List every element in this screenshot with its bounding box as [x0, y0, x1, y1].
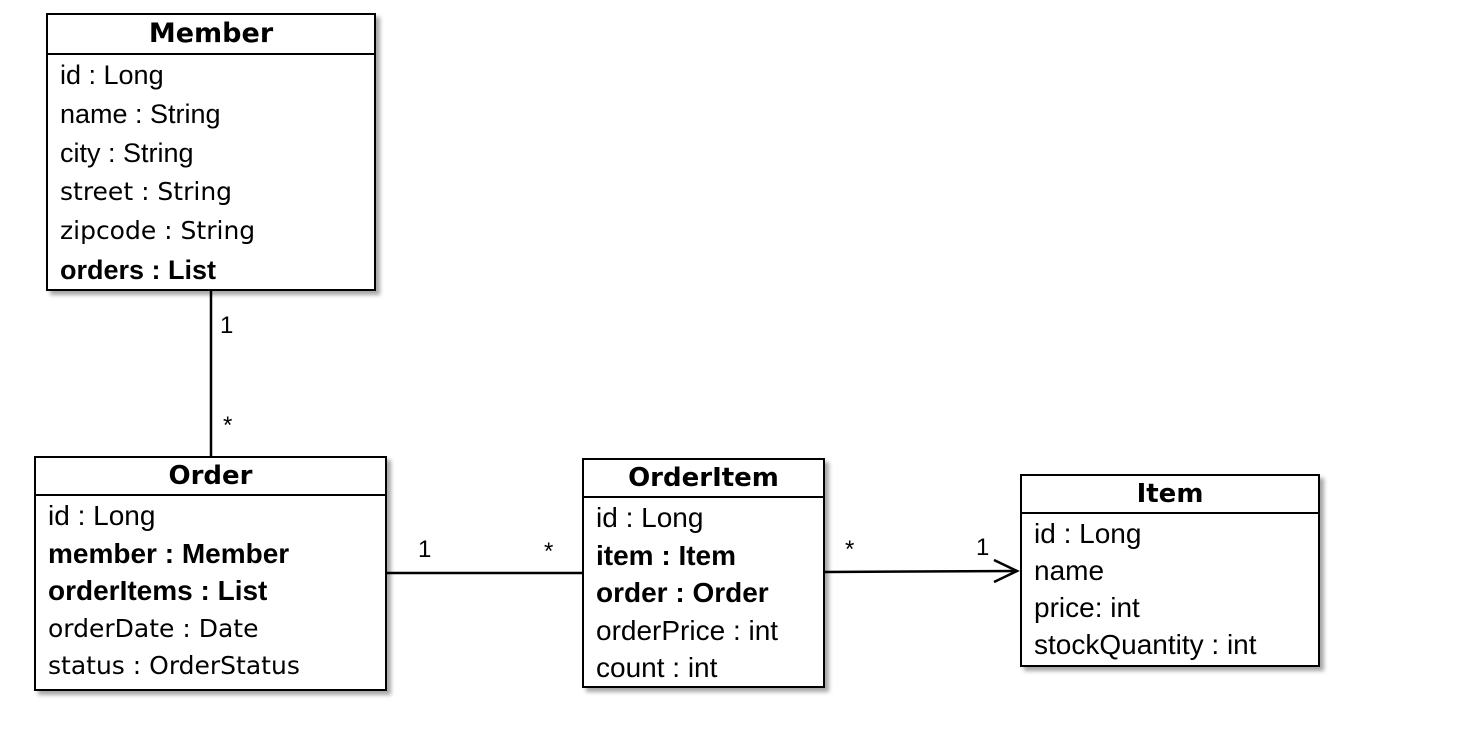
multiplicity-order-side: 1: [418, 536, 432, 563]
attribute-id: id : Long: [60, 60, 164, 90]
attribute-stock-quantity: stockQuantity : int: [1034, 629, 1257, 660]
multiplicity-order-side: *: [223, 412, 233, 439]
class-member[interactable]: Member id : Long name : String city : St…: [46, 13, 376, 291]
multiplicity-item-side: 1: [976, 534, 990, 561]
class-orderitem[interactable]: OrderItem id : Long item : Item order : …: [582, 458, 825, 688]
attribute-item: item : Item: [596, 539, 737, 571]
class-order[interactable]: Order id : Long member : Member orderIte…: [34, 456, 387, 691]
open-arrowhead-icon: [993, 558, 1020, 584]
class-orderitem-attributes: id : Long item : Item order : Order orde…: [584, 498, 823, 691]
attribute-price: price: int: [1034, 592, 1140, 623]
multiplicity-member-side: 1: [220, 312, 234, 339]
attribute-order-items: orderItems : List: [48, 575, 268, 606]
attribute-id: id : Long: [1034, 518, 1142, 549]
orderitem-item-association-line[interactable]: [824, 569, 1017, 574]
attribute-id: id : Long: [48, 500, 156, 531]
attribute-orders: orders : List: [60, 255, 217, 285]
attribute-order-price: orderPrice : int: [596, 614, 779, 646]
attribute-city: city : String: [60, 138, 194, 168]
class-orderitem-name: OrderItem: [584, 460, 823, 498]
attribute-id: id : Long: [596, 502, 704, 533]
multiplicity-orderitem-side: *: [845, 536, 855, 563]
class-member-attributes: id : Long name : String city : String st…: [48, 55, 374, 294]
attribute-zipcode: zipcode : String: [60, 216, 256, 245]
multiplicity-orderitem-side: *: [544, 538, 554, 565]
attribute-count: count : int: [596, 652, 718, 683]
attribute-name: name: [1034, 555, 1105, 586]
attribute-order: order : Order: [596, 577, 769, 608]
class-item-attributes: id : Long name price: int stockQuantity …: [1022, 514, 1318, 667]
attribute-member: member : Member: [48, 537, 290, 569]
class-order-name: Order: [36, 458, 385, 496]
attribute-street: street : String: [60, 177, 233, 206]
attribute-order-date: orderDate : Date: [48, 613, 259, 643]
class-member-name: Member: [48, 15, 374, 55]
attribute-status: status : OrderStatus: [48, 651, 300, 680]
class-item[interactable]: Item id : Long name price: int stockQuan…: [1020, 474, 1320, 667]
attribute-name: name : String: [60, 99, 221, 129]
class-order-attributes: id : Long member : Member orderItems : L…: [36, 496, 385, 689]
class-item-name: Item: [1022, 476, 1318, 514]
